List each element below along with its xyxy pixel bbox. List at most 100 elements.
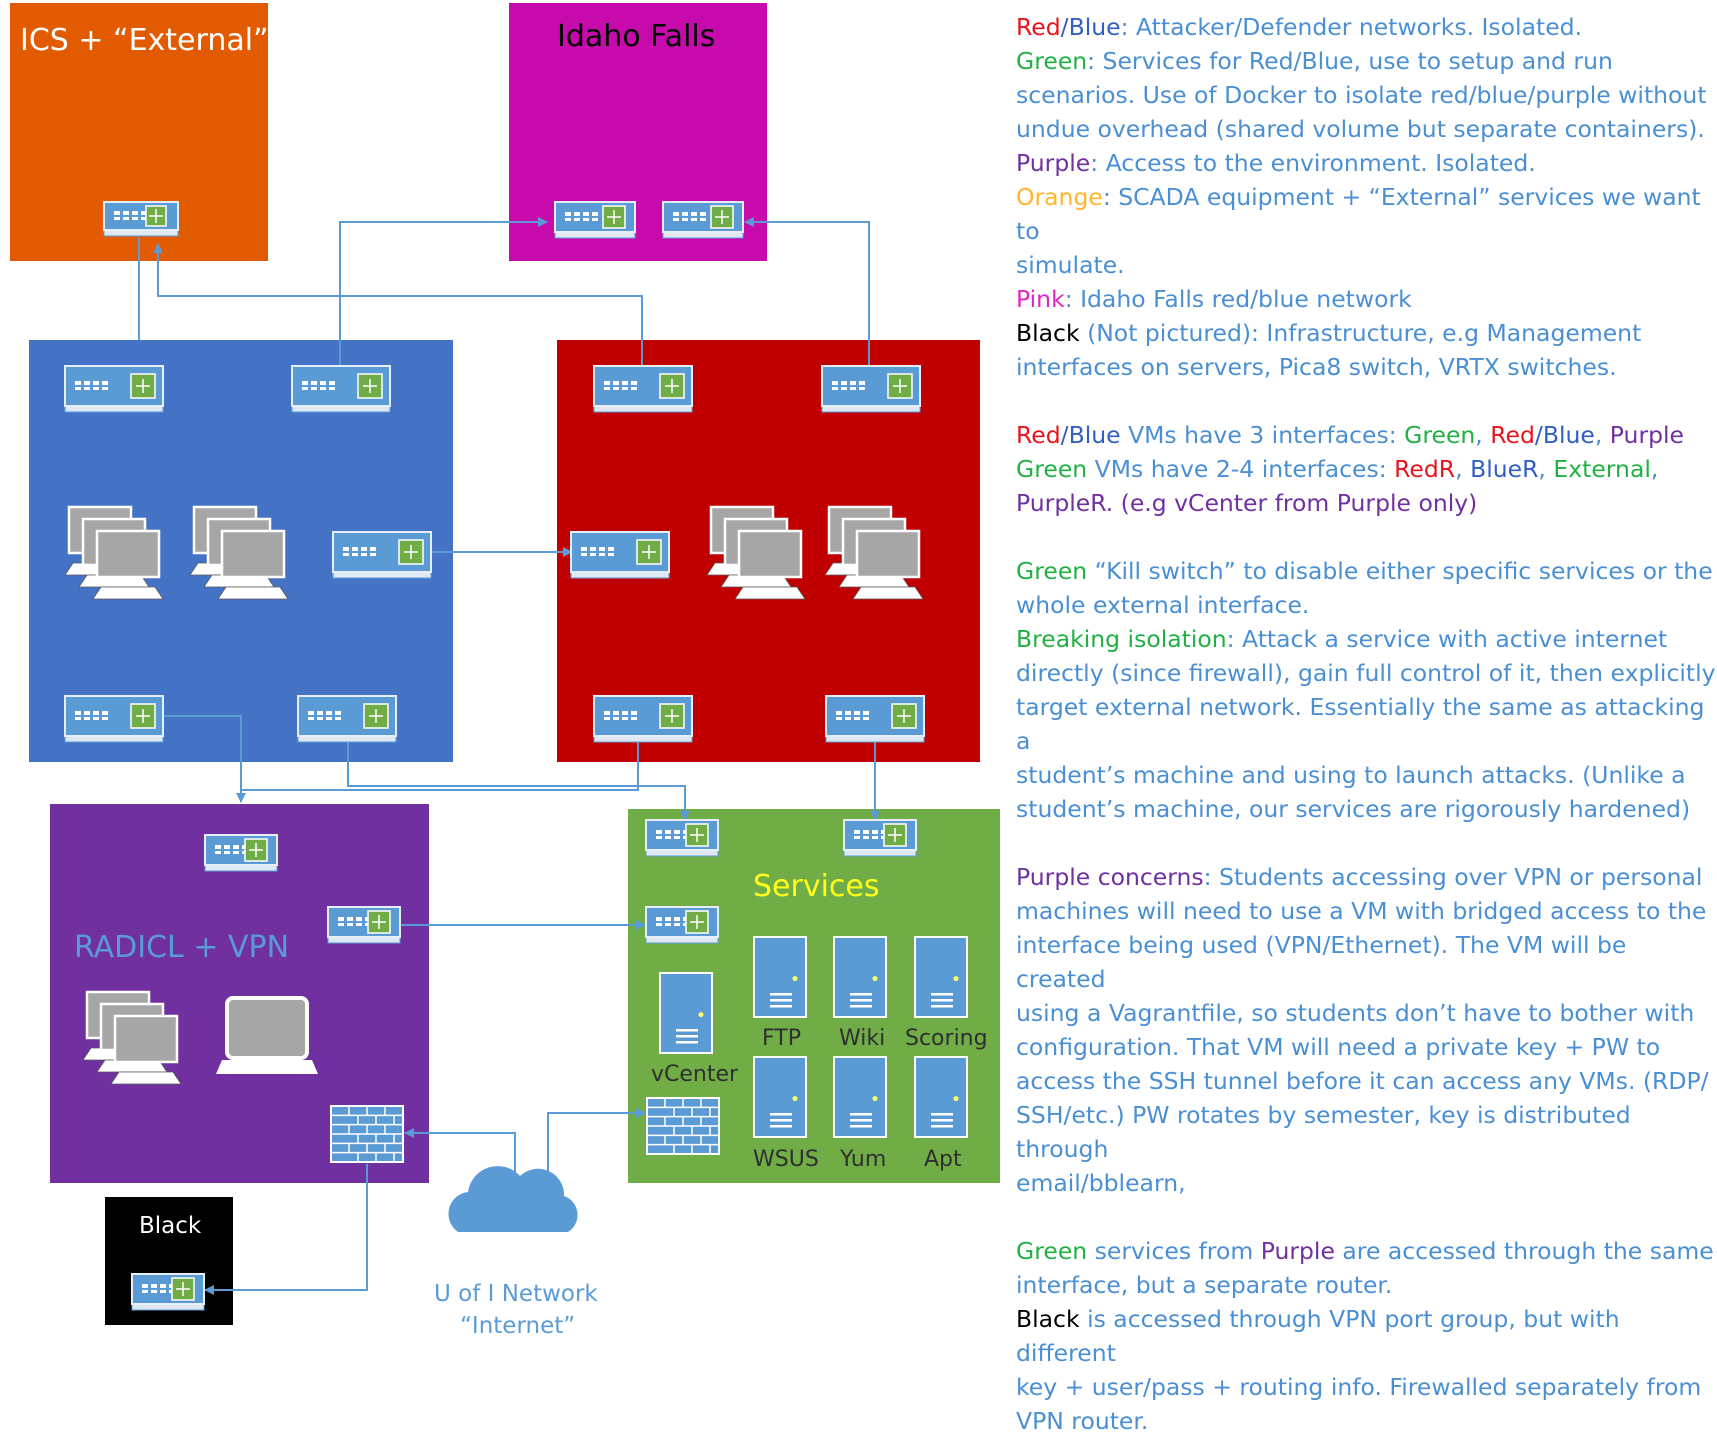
link-red-ics [153, 243, 643, 365]
desktop-computers-icon [189, 505, 289, 600]
legend-line: machines will need to use a VM with brid… [1016, 897, 1707, 925]
legend-text-span: “Kill switch” to disable either specific… [1087, 557, 1713, 585]
legend-line: whole external interface. [1016, 591, 1310, 619]
network-switch-icon [332, 531, 432, 579]
network-switch-icon [64, 365, 164, 413]
network-switch-icon [64, 695, 164, 743]
legend-text-span: (Not pictured): Infrastructure, e.g Mana… [1079, 319, 1642, 347]
legend-line: Green VMs have 2-4 interfaces: RedR, Blu… [1016, 452, 1716, 486]
link-red-radicl [241, 736, 639, 791]
network-switch-icon [327, 906, 401, 944]
legend-orange: Orange [1016, 183, 1103, 211]
legend-line: student’s machine, our services are rigo… [1016, 795, 1691, 823]
server-icon [914, 936, 968, 1018]
ics-zone-title: ICS + “External” [20, 23, 269, 58]
legend-purple: Purple concerns [1016, 863, 1204, 891]
link-blue-services [347, 736, 690, 821]
legend-line: Orange: SCADA equipment + “External” ser… [1016, 180, 1716, 248]
black-zone-title: Black [139, 1213, 202, 1239]
server-label-wsus: WSUS [753, 1147, 819, 1172]
network-switch-icon [821, 365, 921, 413]
legend-black: Black [1016, 1305, 1080, 1333]
legend-text-span: , [1475, 421, 1491, 449]
legend-text-span: VMs have 3 interfaces: [1120, 421, 1405, 449]
server-label-apt: Apt [924, 1147, 962, 1172]
legend-green: Green [1016, 455, 1088, 483]
idaho-switch-icon-2 [662, 201, 744, 239]
legend-text-span: : SCADA equipment + “External” services … [1016, 183, 1701, 245]
legend-purple: Purple [1016, 149, 1091, 177]
legend-line: Red/Blue VMs have 3 interfaces: Green, R… [1016, 418, 1716, 452]
legend-text-span: is accessed through VPN port group, but … [1016, 1305, 1620, 1367]
network-switch-icon [204, 834, 278, 872]
legend-red: Red [1016, 13, 1061, 41]
devices-layer [64, 201, 968, 1311]
legend-line: Purple concerns: Students accessing over… [1016, 860, 1716, 894]
legend-green: Breaking isolation [1016, 625, 1227, 653]
legend-line: access the SSH tunnel before it can acce… [1016, 1067, 1709, 1095]
cloud-label-line2: “Internet” [460, 1313, 576, 1339]
legend-line: interface, but a separate router. [1016, 1271, 1393, 1299]
legend-green: Green [1016, 1237, 1088, 1265]
legend-text-span: : Attacker/Defender networks. Isolated. [1120, 13, 1583, 41]
legend-red: Red [1016, 421, 1061, 449]
network-switch-icon [570, 531, 670, 579]
legend-text-span: : Attack a service with active internet [1226, 625, 1668, 653]
legend-red: RedR [1394, 455, 1456, 483]
cloud-label-line1: U of I Network [434, 1281, 598, 1307]
legend-text-span: : Services for Red/Blue, use to setup an… [1087, 47, 1613, 75]
legend-line: simulate. [1016, 251, 1125, 279]
legend-black: Black [1016, 319, 1080, 347]
legend-line: Black (Not pictured): Infrastructure, e.… [1016, 316, 1716, 350]
legend-line: interface being used (VPN/Ethernet). The… [1016, 931, 1627, 993]
cloud-icon [448, 1166, 578, 1232]
network-switch-icon [291, 365, 391, 413]
network-switch-icon [843, 819, 917, 857]
server-icon [914, 1056, 968, 1138]
legend-text-span: services from [1087, 1237, 1261, 1265]
legend-line: Green services from Purple are accessed … [1016, 1234, 1716, 1268]
legend-green: Green [1404, 421, 1476, 449]
server-label-scoring: Scoring [905, 1026, 988, 1051]
server-icon [753, 936, 807, 1018]
services-firewall-icon [646, 1097, 720, 1155]
network-switch-icon [593, 365, 693, 413]
legend-line: configuration. That VM will need a priva… [1016, 1033, 1661, 1061]
legend-line: using a Vagrantfile, so students don’t h… [1016, 999, 1695, 1027]
radicl-vpn-title: RADICL + VPN [74, 930, 290, 965]
legend-line: email/bblearn, [1016, 1169, 1186, 1197]
network-switch-icon [131, 1273, 205, 1311]
legend-text-span: , [1594, 421, 1610, 449]
desktop-computers-icon [706, 505, 806, 600]
connection-lines [138, 217, 880, 1295]
legend-red: Red [1490, 421, 1535, 449]
idaho-switch-icon-1 [554, 201, 636, 239]
legend-line: scenarios. Use of Docker to isolate red/… [1016, 81, 1707, 109]
link-blue-radicl [162, 715, 246, 803]
server-label-vcenter: vCenter [651, 1062, 739, 1087]
legend-line: interfaces on servers, Pica8 switch, VRT… [1016, 353, 1617, 381]
legend-text-span: : Access to the environment. Isolated. [1090, 149, 1536, 177]
legend-text-span: are accessed through the same [1334, 1237, 1714, 1265]
idaho-falls-title: Idaho Falls [557, 19, 716, 54]
server-label-ftp: FTP [762, 1026, 801, 1051]
network-switch-icon [825, 695, 925, 743]
legend-line: student’s machine and using to launch at… [1016, 761, 1686, 789]
server-icon [753, 1056, 807, 1138]
laptop-icon [216, 1060, 318, 1074]
legend-blue: BlueR [1470, 455, 1539, 483]
legend-line: Green “Kill switch” to disable either sp… [1016, 554, 1716, 588]
legend-line: undue overhead (shared volume but separa… [1016, 115, 1705, 143]
server-icon [833, 1056, 887, 1138]
legend-line: Purple: Access to the environment. Isola… [1016, 146, 1716, 180]
legend-line: Black is accessed through VPN port group… [1016, 1302, 1716, 1370]
server-icon [659, 972, 713, 1054]
legend-line: key + user/pass + routing info. Firewall… [1016, 1373, 1702, 1401]
legend-line: Green: Services for Red/Blue, use to set… [1016, 44, 1716, 78]
legend-green: Green [1016, 47, 1088, 75]
network-switch-icon [645, 906, 719, 944]
legend-blue: Blue [1068, 421, 1121, 449]
legend-line: target external network. Essentially the… [1016, 693, 1705, 755]
legend-purple: Purple [1260, 1237, 1335, 1265]
legend-line: directly (since firewall), gain full con… [1016, 659, 1716, 687]
